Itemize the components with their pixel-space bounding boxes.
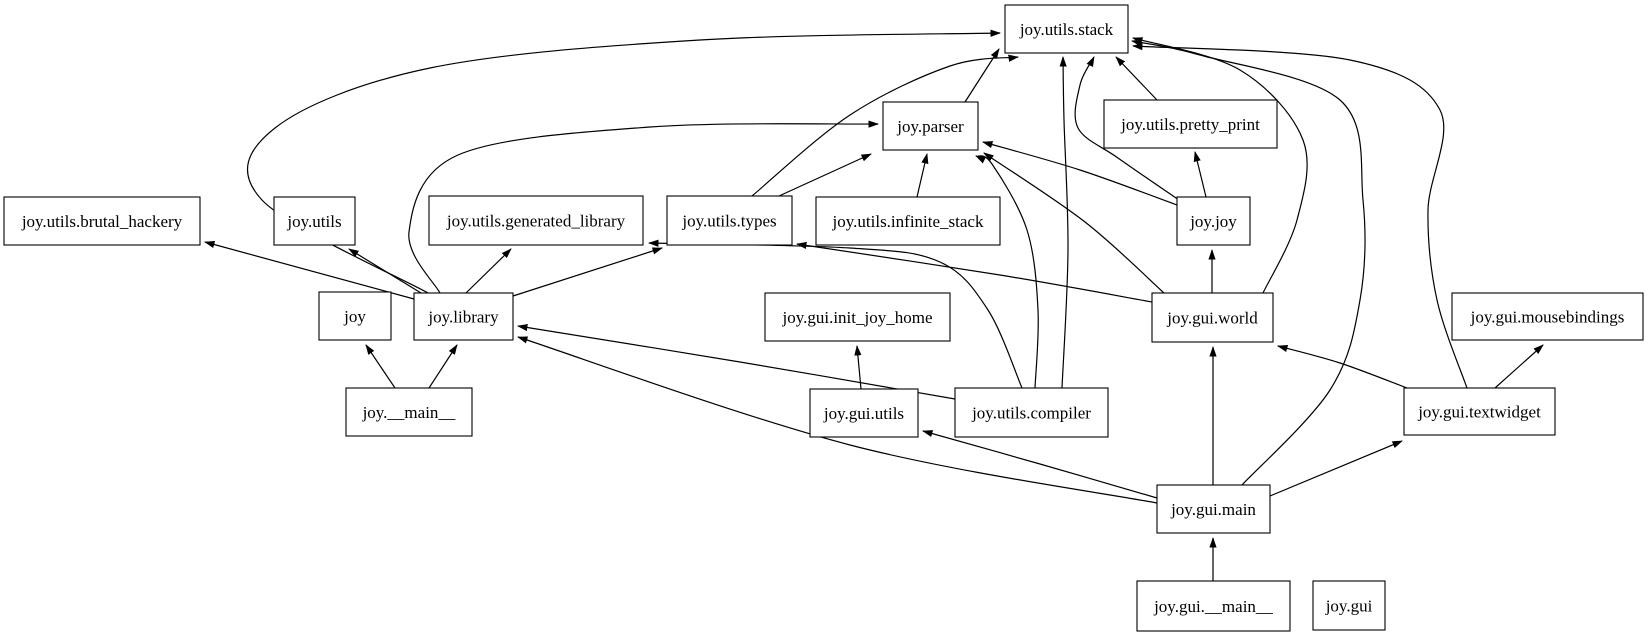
node-box-joy.gui.mousebindings [1451,292,1644,341]
node-joy.gui.utils: joy.gui.utils [809,388,919,438]
node-joy.gui.init_joy_home: joy.gui.init_joy_home [764,292,951,342]
node-label-joy.gui.init_joy_home: joy.gui.init_joy_home [781,308,932,327]
node-joy.gui.world: joy.gui.world [1151,292,1274,343]
edge-joy.library--joy.utils.types [512,247,663,297]
node-box-joy.utils.pretty_print [1103,99,1278,149]
edge-joy.gui.world--joy.utils.types [796,241,1153,303]
node-box-joy.utils.compiler [954,387,1109,438]
node-label-joy.utils.brutal_hackery: joy.utils.brutal_hackery [21,212,183,231]
edge-joy.library--joy.utils.generated_library [465,248,512,294]
edges-layer [204,29,1544,581]
node-box-joy.utils.stack [1004,4,1129,54]
node-label-joy.utils.stack: joy.utils.stack [1019,20,1114,39]
node-joy.utils.infinite_stack: joy.utils.infinite_stack [815,196,1001,246]
edge-joy.gui.main--joy.gui.utils [922,430,1158,499]
node-box-joy.__main__ [345,387,473,437]
edge-joy.utils.compiler--joy.utils.stack [1059,56,1069,389]
node-box-joy.gui.textwidget [1403,387,1556,436]
node-label-joy.gui.world: joy.gui.world [1166,309,1258,328]
edge-joy.__main__--joy [365,344,396,389]
edge-joy.joy--joy.parser [982,141,1178,206]
node-joy.gui.__main__: joy.gui.__main__ [1136,580,1291,632]
edge-joy.gui.textwidget--joy.gui.mousebindings [1494,344,1544,389]
node-label-joy.gui: joy.gui [1325,597,1373,616]
node-label-joy.library: joy.library [427,308,499,327]
edge-joy.gui.textwidget--joy.utils.stack [1132,43,1468,389]
node-joy.utils: joy.utils [273,196,356,246]
node-box-joy.gui.__main__ [1136,580,1291,632]
edge-joy.gui.main--joy.library [517,336,1158,504]
node-joy.utils.stack: joy.utils.stack [1004,4,1129,54]
node-joy.parser: joy.parser [882,101,979,151]
node-box-joy.gui.init_joy_home [764,292,951,342]
edge-joy.__main__--joy.library [428,344,458,389]
node-joy.gui: joy.gui [1312,580,1386,631]
edge-joy.utils.types--joy.parser [778,153,872,197]
node-box-joy.gui [1312,580,1386,631]
node-joy.utils.brutal_hackery: joy.utils.brutal_hackery [3,196,201,246]
node-label-joy.utils.generated_library: joy.utils.generated_library [446,212,626,231]
node-label-joy.gui.__main__: joy.gui.__main__ [1153,597,1273,616]
node-box-joy [318,291,392,341]
node-label-joy.joy: joy.joy [1189,212,1237,231]
edge-joy.gui.main--joy.utils.stack [1131,39,1366,486]
edge-joy.library--joy.parser [408,120,879,294]
node-joy.gui.textwidget: joy.gui.textwidget [1403,387,1556,436]
edge-joy.utils.types--joy.utils.stack [751,54,1019,197]
edge-joy.joy--joy.utils.stack [1074,56,1180,201]
node-joy.gui.main: joy.gui.main [1156,484,1271,534]
node-label-joy.utils.infinite_stack: joy.utils.infinite_stack [832,212,984,231]
node-box-joy.utils.infinite_stack [815,196,1001,246]
node-label-joy.utils.types: joy.utils.types [681,212,776,231]
edge-joy.library--joy.utils.brutal_hackery [204,241,415,300]
node-box-joy.utils.types [666,195,793,246]
node-joy.__main__: joy.__main__ [345,387,473,437]
edge-joy.parser--joy.utils.stack [964,48,1000,103]
edge-joy.gui.world--joy.utils.stack [1132,37,1308,294]
node-joy.utils.compiler: joy.utils.compiler [954,387,1109,438]
node-box-joy.utils.generated_library [428,195,644,246]
node-joy.gui.mousebindings: joy.gui.mousebindings [1451,292,1644,341]
node-box-joy.utils.brutal_hackery [3,196,201,246]
node-joy.utils.types: joy.utils.types [666,195,793,246]
node-label-joy.gui.textwidget: joy.gui.textwidget [1417,403,1541,422]
node-label-joy.gui.main: joy.gui.main [1170,500,1256,519]
edge-joy.gui.utils--joy.gui.init_joy_home [854,345,862,390]
node-joy.utils.pretty_print: joy.utils.pretty_print [1103,99,1278,149]
node-box-joy.parser [882,101,979,151]
edge-joy.gui.world--joy.parser [983,152,1165,294]
edge-joy.utils.infinite_stack--joy.parser [916,153,929,198]
edge-joy.library--joy.utils.stack [246,29,1001,294]
node-box-joy.joy [1176,196,1251,246]
edge-joy.utils.pretty_print--joy.utils.stack [1115,56,1158,101]
node-box-joy.gui.main [1156,484,1271,534]
node-label-joy: joy [343,307,366,326]
node-label-joy.utils: joy.utils [286,212,341,231]
node-label-joy.parser: joy.parser [896,117,964,136]
node-box-joy.gui.world [1151,292,1274,343]
node-label-joy.utils.pretty_print: joy.utils.pretty_print [1120,115,1260,134]
node-box-joy.gui.utils [809,388,919,438]
nodes-layer: joy.utils.stack joy.parser joy.utils.prett… [3,4,1644,632]
node-joy: joy [318,291,392,341]
edge-joy.joy--joy.utils.pretty_print [1193,151,1207,198]
node-label-joy.gui.mousebindings: joy.gui.mousebindings [1470,308,1625,327]
edge-joy.utils.compiler--joy.parser [975,155,1039,389]
node-joy.library: joy.library [413,292,514,341]
node-box-joy.library [413,292,514,341]
edge-joy.gui.textwidget--joy.gui.world [1277,345,1408,389]
node-box-joy.utils [273,196,356,246]
node-label-joy.utils.compiler: joy.utils.compiler [971,404,1091,423]
node-joy.joy: joy.joy [1176,196,1251,246]
node-label-joy.__main__: joy.__main__ [362,403,456,422]
node-label-joy.gui.utils: joy.gui.utils [823,404,904,423]
edge-joy.gui.main--joy.gui.textwidget [1269,440,1403,497]
node-joy.utils.generated_library: joy.utils.generated_library [428,195,644,246]
